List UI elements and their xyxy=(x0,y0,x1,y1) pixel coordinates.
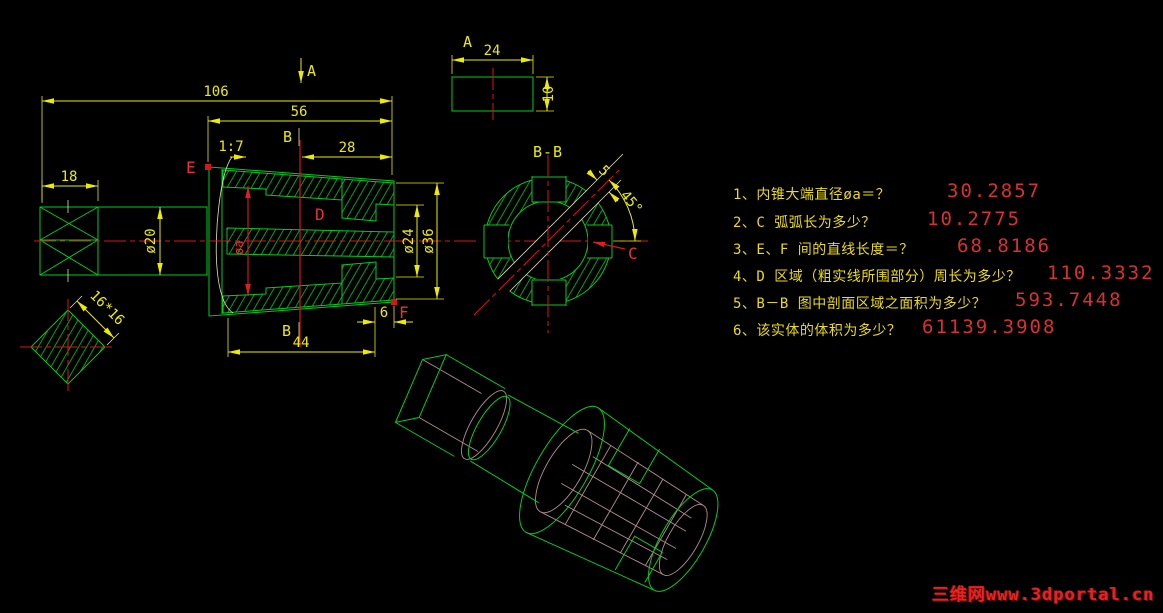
answer-6: 61139.3908 xyxy=(922,316,1057,338)
section-bb-diagonal-centerline xyxy=(473,169,620,316)
question-row-2: 2、C 弧弧长为多少？ 10.2775 xyxy=(733,209,1019,233)
isometric-view xyxy=(394,353,719,592)
dim-18-label: 18 xyxy=(61,169,78,185)
point-e-dot xyxy=(205,164,211,170)
hatch-middle-web xyxy=(226,227,395,258)
section-bb-view: 5 45° C B-B xyxy=(473,143,646,333)
label-f: F xyxy=(399,303,409,322)
dim-dia20-label: ø20 xyxy=(143,228,159,253)
section-bb-title: B-B xyxy=(533,143,563,161)
answer-1: 30.2857 xyxy=(947,180,1042,202)
label-c: C xyxy=(628,244,638,263)
section-bb-dim-45: 45° xyxy=(617,188,646,218)
front-view: E F D øa xyxy=(34,58,648,357)
detail-a-view: 24 10 A xyxy=(451,33,557,120)
question-1-text: 1、内锥大端直径øa＝？ xyxy=(733,187,891,203)
dim-dia36-label: ø36 xyxy=(421,228,437,253)
question-4-text: 4、D 区域（粗实线所围部分）周长为多少？ xyxy=(733,269,1021,285)
isometric-visible-edges xyxy=(394,353,719,592)
section-arrow-a-label: A xyxy=(307,62,316,80)
question-row-5: 5、B－B 图中剖面区域之面积为多少？ 593.7448 xyxy=(733,290,1121,314)
watermark: 三维网www.3dportal.cn xyxy=(932,585,1155,605)
taper-leader xyxy=(67,128,300,342)
point-f-dot xyxy=(391,299,397,305)
question-2-text: 2、C 弧弧长为多少？ xyxy=(733,215,876,231)
dimension-lines xyxy=(42,58,440,355)
section-bb-notch-edges xyxy=(483,176,613,306)
square-section-view: 16*16 xyxy=(20,288,127,395)
detail-a-label: A xyxy=(463,33,472,51)
dim-dia24-label: ø24 xyxy=(401,228,417,253)
label-d: D xyxy=(315,205,325,224)
dim-106-label: 106 xyxy=(203,84,228,100)
dim-28-label: 28 xyxy=(339,140,356,156)
dim-6-label: 6 xyxy=(380,305,388,321)
detail-a-dim-24: 24 xyxy=(484,43,501,59)
taper-label: 1:7 xyxy=(218,139,243,155)
dim-dia-a-label: øa xyxy=(232,241,246,255)
question-6-text: 6、该实体的体积为多少？ xyxy=(733,323,902,339)
hatch-lower-right-block xyxy=(341,261,395,305)
question-5-text: 5、B－B 图中剖面区域之面积为多少？ xyxy=(733,296,987,312)
question-row-3: 3、E、F 间的直线长度＝？ 68.8186 xyxy=(733,236,1049,260)
label-e: E xyxy=(186,158,196,177)
question-3-text: 3、E、F 间的直线长度＝？ xyxy=(733,242,914,258)
detail-a-outline xyxy=(451,76,534,112)
answer-2: 10.2775 xyxy=(927,208,1022,230)
isometric-hidden-lines xyxy=(418,359,708,576)
answer-5: 593.7448 xyxy=(1015,289,1123,311)
detail-a-dim-10: 10 xyxy=(541,86,557,103)
dim-44-label: 44 xyxy=(293,335,310,351)
question-row-6: 6、该实体的体积为多少？ 61139.3908 xyxy=(733,317,1054,341)
slot-edge-1 xyxy=(497,153,624,280)
answer-4: 110.3332 xyxy=(1047,262,1155,284)
answer-3: 68.8186 xyxy=(957,235,1052,257)
hatch-upper-wall xyxy=(222,169,343,201)
question-row-4: 4、D 区域（粗实线所围部分）周长为多少？ 110.3332 xyxy=(733,263,1153,287)
question-row-1: 1、内锥大端直径øa＝？ 30.2857 xyxy=(733,181,1039,205)
slot-edge-2 xyxy=(509,179,622,292)
section-b-top-label: B xyxy=(283,128,292,146)
hatch-lower-wall xyxy=(222,282,343,314)
section-b-bottom-label: B xyxy=(282,322,291,340)
dim-56-label: 56 xyxy=(291,104,308,120)
section-bb-dim-5: 5 xyxy=(595,163,612,180)
hatch-upper-right-block xyxy=(341,178,395,222)
square-section-dim: 16*16 xyxy=(86,288,127,329)
